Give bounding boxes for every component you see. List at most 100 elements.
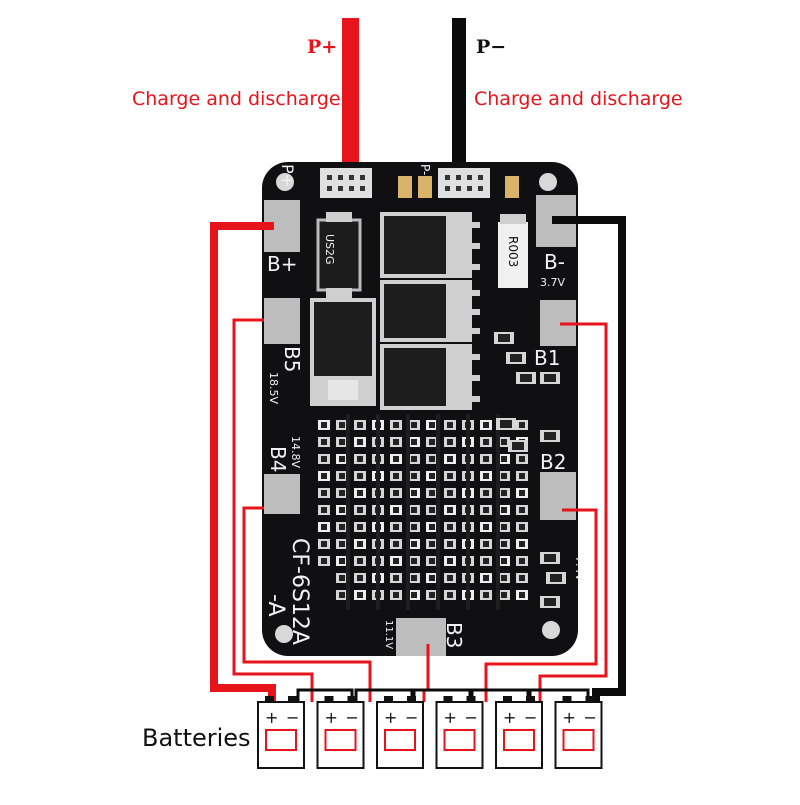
pad-b4 [264,474,300,514]
smd-resistor-body [339,473,345,479]
battery-minus-sign: − [286,708,299,727]
smd-resistor-body [429,456,435,462]
smd-resistor-body [447,422,453,428]
smd-resistor-body [393,592,399,598]
mosfet-lead [466,396,480,402]
smd-resistor-body [501,524,507,530]
smd-part-body [500,420,512,428]
mount-hole [539,173,557,191]
smd-resistor-body [411,456,417,462]
b-plus-wire [210,222,276,702]
pad-b5 [264,298,300,344]
smd-resistor-body [501,592,507,598]
smd-resistor-body [357,456,363,462]
smd-resistor-body [339,541,345,547]
smd-resistor-body [447,490,453,496]
battery-plus-sign: + [444,708,457,727]
silk-model: CF-6S12A [287,538,312,645]
smd-resistor-body [429,422,435,428]
mount-hole [276,173,294,191]
smd-part-body [498,334,510,342]
smd-resistor-body [393,575,399,581]
smd-resistor-body [429,592,435,598]
silk-7-4v: 7.4V [573,556,586,582]
smd-resistor-body [447,524,453,530]
header-pin [467,175,472,180]
smd-resistor-body [357,507,363,513]
smd-resistor-body [357,541,363,547]
smd-resistor-body [429,507,435,513]
mosfet-lead [466,290,480,296]
header-pin [327,186,332,191]
b-minus-wire [552,216,626,702]
mosfet-lead [466,222,480,228]
p-minus-label: P− [476,36,507,58]
silk-b-minus: B- [544,250,565,274]
b5-wire [232,318,314,702]
smd-resistor-body [447,558,453,564]
battery-cell-window [384,729,416,751]
mosfet-lead [466,354,480,360]
pad-b2 [540,472,576,520]
header-pin [456,186,461,191]
p-plus-wire [342,18,359,168]
silk-b-plus: B+ [267,252,298,276]
smd-resistor-body [411,575,417,581]
battery-minus-sign: − [524,708,537,727]
mosfet-lead [466,309,480,315]
smd-resistor-body [447,473,453,479]
smd-resistor-body [447,439,453,445]
smd-resistor-body [339,422,345,428]
smd-resistor-body [339,592,345,598]
smd-resistor-body [501,490,507,496]
smd-resistor-body [429,524,435,530]
smd-part-body [520,374,532,382]
smd-part-body [512,442,524,450]
smd-resistor-body [339,507,345,513]
battery-plus-sign: + [563,708,576,727]
p-minus-wire [452,18,466,168]
pad-b3 [396,618,446,656]
battery-minus-sign: − [584,708,597,727]
smd-resistor-body [357,439,363,445]
smd-resistor-body [357,490,363,496]
battery-plus-sign: + [384,708,397,727]
smd-resistor-body [483,490,489,496]
smd-resistor-body [447,456,453,462]
smd-resistor-body [393,524,399,530]
smd-resistor-body [411,473,417,479]
smd-resistor-body [483,541,489,547]
battery-terminal [585,696,595,703]
smd-resistor-body [483,473,489,479]
battery-terminal [324,696,334,703]
smd-resistor-body [339,456,345,462]
smd-resistor-body [411,558,417,564]
b4-wire [242,506,372,702]
series-link [470,688,530,702]
header-pin [445,186,450,191]
smd-resistor-body [321,524,327,530]
header-pin [478,186,483,191]
smd-resistor-body [321,490,327,496]
smd-resistor-body [411,592,417,598]
header-pin [445,175,450,180]
header-pin [467,186,472,191]
smd-part-body [510,354,522,362]
batteries-label: Batteries [142,724,251,752]
silk-3-7v: 3.7V [540,276,566,289]
smd-resistor-body [483,422,489,428]
mosfet-lead [466,375,480,381]
smd-resistor-body [411,439,417,445]
battery-minus-sign: − [405,708,418,727]
b2-wire [484,508,598,702]
trace [496,414,500,610]
silk-p-minus: P- [418,164,432,176]
battery-cell: +− [257,696,305,769]
smd-cap [398,176,412,198]
mosfet-lead [466,264,480,270]
silk-resistor-code: R003 [506,236,520,268]
battery-terminal [466,696,476,703]
smd-resistor-body [393,558,399,564]
silk-b3: B3 [442,622,466,649]
